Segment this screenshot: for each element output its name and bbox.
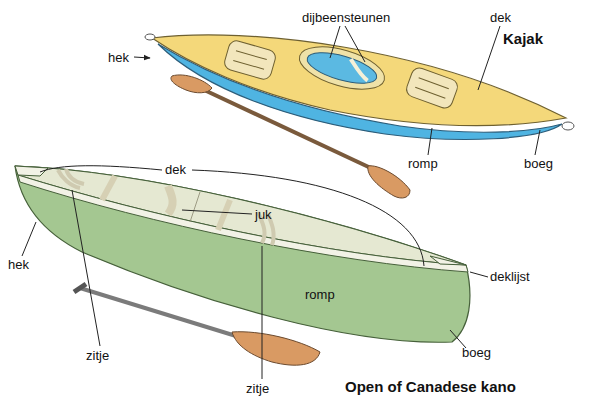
leader-line <box>40 166 162 172</box>
pad-strap <box>236 51 267 60</box>
part-label: hek <box>8 257 29 272</box>
yoke <box>168 186 173 214</box>
leader-line <box>262 246 263 379</box>
cockpit-rim <box>295 39 390 98</box>
leader-line <box>470 272 488 277</box>
end-deck <box>430 256 466 265</box>
pad-strap <box>419 78 449 89</box>
leader-line <box>182 210 252 214</box>
part-label: deklijst <box>490 269 530 284</box>
cockpit-opening <box>304 47 380 90</box>
deck-pad-shape <box>223 39 277 81</box>
leader-line <box>330 26 340 58</box>
part-label: romp <box>408 156 438 171</box>
paddle-grip <box>74 284 86 292</box>
part-label: hek <box>108 50 129 65</box>
deck-pad <box>404 66 459 111</box>
canoe-paddle <box>74 284 320 365</box>
leader-line <box>22 222 36 256</box>
arrow-line <box>134 57 150 58</box>
paddle-blade <box>232 332 320 365</box>
part-label: dek <box>490 10 511 25</box>
paddle-blade <box>368 166 410 198</box>
part-label: boeg <box>524 156 553 171</box>
kayak <box>145 34 574 139</box>
kayak-deck <box>152 35 566 126</box>
part-label: boeg <box>462 345 491 360</box>
seat <box>58 169 84 188</box>
part-label: zitje <box>86 348 109 363</box>
leader-line <box>478 26 500 90</box>
part-label: dek <box>165 162 186 177</box>
toggle-loop <box>562 122 574 130</box>
part-label: juk <box>255 207 272 222</box>
part-label: dijbeensteunen <box>302 10 390 25</box>
deck-pad-shape <box>404 66 459 111</box>
leader-line <box>72 190 100 346</box>
pad-strap <box>233 60 264 69</box>
thwart <box>218 200 230 230</box>
toggle-loop <box>145 34 155 40</box>
leader-line <box>345 26 365 62</box>
deck-pad <box>223 39 277 81</box>
leader-line <box>428 128 432 155</box>
leader-line <box>192 170 424 266</box>
leader-lines <box>22 26 540 379</box>
pad-strap <box>415 87 445 98</box>
paddle-shaft <box>80 288 236 336</box>
cockpit <box>295 39 390 98</box>
figure-title: Open of Canadese kano <box>345 378 516 396</box>
leader-line <box>535 130 540 155</box>
figure-title: Kajak <box>503 30 543 48</box>
part-label: zitje <box>246 381 269 396</box>
thwart <box>102 176 115 200</box>
thwart-edge <box>190 192 200 222</box>
thigh-brace <box>346 59 372 80</box>
part-label: romp <box>305 287 335 302</box>
